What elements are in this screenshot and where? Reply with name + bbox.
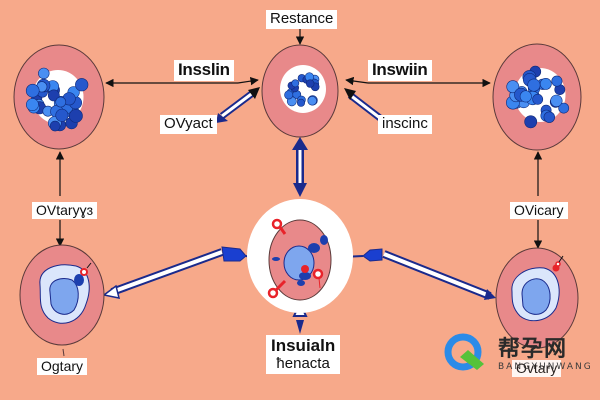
arrow-top-left-to-center xyxy=(237,76,259,86)
granule xyxy=(524,115,538,129)
granule xyxy=(307,96,317,106)
label-restance: Restance xyxy=(266,10,338,29)
watermark-subtitle: BANGYUNWANG xyxy=(498,362,593,372)
granule xyxy=(55,96,67,108)
granule xyxy=(506,80,520,94)
granule xyxy=(38,67,50,80)
top-right-cell xyxy=(492,43,582,151)
granule xyxy=(55,108,69,122)
granule xyxy=(527,78,541,92)
label-inswiin: Inswiin xyxy=(368,60,432,81)
bottom-left-cell xyxy=(19,244,105,346)
granule xyxy=(550,94,563,107)
granule xyxy=(47,89,60,102)
granule xyxy=(551,75,563,87)
granule xyxy=(543,111,555,123)
granule xyxy=(26,98,39,111)
granule xyxy=(306,79,315,88)
receptor-red-icons xyxy=(267,218,324,299)
granule-cluster xyxy=(284,72,320,107)
bottom-right-cell xyxy=(495,247,579,349)
label-ovyact: OVyact xyxy=(160,115,217,134)
granule xyxy=(539,78,552,90)
tick-mark xyxy=(62,348,65,357)
watermark-logo xyxy=(444,333,484,371)
granule xyxy=(75,78,89,92)
hollow-arrows xyxy=(102,87,496,334)
granule xyxy=(519,90,532,103)
label-ovtary-bottom-right: Ovtary xyxy=(512,360,562,378)
arrow-center-to-bottom-right xyxy=(339,248,496,300)
arrow-center-to-bottom-left xyxy=(102,246,265,299)
label-insslin: Insslin xyxy=(174,60,234,81)
q-logo-icon xyxy=(444,333,484,371)
receptor-red-icon xyxy=(80,268,88,276)
granule xyxy=(296,98,305,107)
dark-blue-granules xyxy=(272,235,328,286)
granule xyxy=(49,120,61,132)
label-insuialn-center: Insuialn ħenacta xyxy=(266,335,341,375)
arrow-left-diagonal xyxy=(216,87,260,123)
granule xyxy=(291,79,300,88)
watermark-title: 帮孕网 xyxy=(498,336,568,362)
granule-cluster xyxy=(506,65,570,129)
granule xyxy=(532,93,544,105)
granule-cluster xyxy=(25,67,89,132)
nucleus xyxy=(521,278,551,315)
arrow-top-right-to-center xyxy=(345,76,369,86)
granule xyxy=(25,83,40,98)
label-ovtary-left: OVtaryɣɜ xyxy=(32,202,97,220)
center-cell xyxy=(247,199,353,313)
top-left-cell xyxy=(13,44,105,150)
label-line-2: ħenacta xyxy=(276,354,330,372)
label-ogtary-bottom-left: Oɡtary xyxy=(37,358,88,376)
label-line-1: Insuialn xyxy=(271,336,336,355)
black-connectors xyxy=(55,28,543,249)
label-inscinc: inscinc xyxy=(378,115,432,134)
granule xyxy=(284,90,294,100)
top-center-cell xyxy=(261,44,339,138)
granule xyxy=(558,102,570,114)
label-ovicary-right: OVicary xyxy=(510,202,568,220)
arrow-vertical-center xyxy=(292,137,308,197)
nucleus xyxy=(49,278,79,315)
arrow-right-diagonal xyxy=(344,88,383,121)
granule xyxy=(69,109,83,123)
